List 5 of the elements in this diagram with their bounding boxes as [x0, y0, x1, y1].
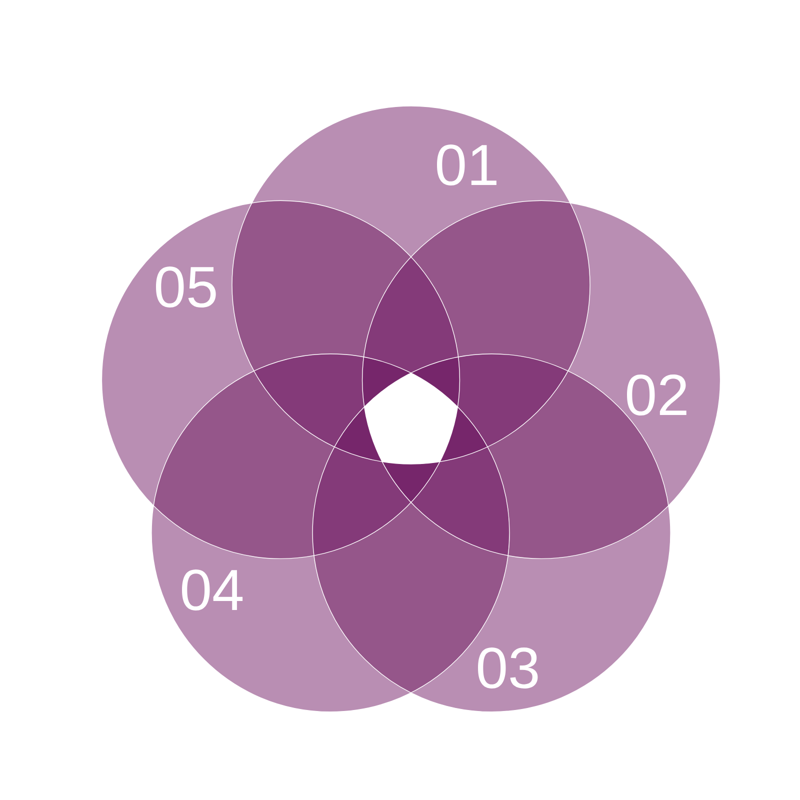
number-label: 04 — [182, 569, 243, 611]
number-label: 05 — [156, 266, 216, 308]
number-label: 02 — [627, 374, 686, 416]
number-label: 03 — [478, 647, 538, 689]
number-label: 01 — [437, 144, 496, 186]
